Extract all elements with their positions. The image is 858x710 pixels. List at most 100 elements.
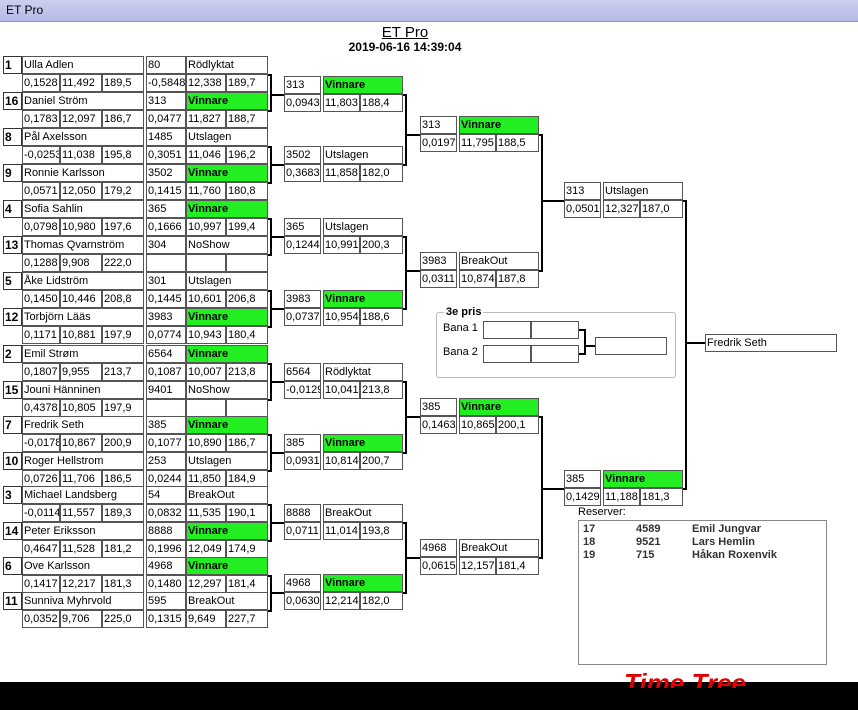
car-number: 313 <box>146 92 186 110</box>
racer-name[interactable]: Sofia Sahlin <box>22 200 144 218</box>
racer-name[interactable]: Ulla Adlen <box>22 56 144 74</box>
racer-name[interactable]: Emil Strøm <box>22 345 144 363</box>
racer-name[interactable]: Ove Karlsson <box>22 557 144 575</box>
r3-car-number: 385 <box>420 398 457 416</box>
r2-elapsed-time: 10,954 <box>323 308 360 326</box>
match-elapsed-time: 11,760 <box>186 182 226 200</box>
seed-number: 15 <box>3 381 22 399</box>
r2-car-number: 3983 <box>284 290 321 308</box>
match-reaction-time: 0,1077 <box>146 434 186 452</box>
match-elapsed-time: 10,601 <box>186 290 226 308</box>
r2-elapsed-time: 11,014 <box>323 522 360 540</box>
racer-name[interactable]: Åke Lidström <box>22 272 144 290</box>
match-elapsed-time: 10,890 <box>186 434 226 452</box>
lane1-label: Bana 1 <box>443 322 478 334</box>
match-elapsed-time: 11,046 <box>186 146 226 164</box>
racer-elapsed-time: 10,867 <box>60 434 102 452</box>
racer-name[interactable]: Michael Landsberg <box>22 486 144 504</box>
racer-name[interactable]: Ronnie Karlsson <box>22 164 144 182</box>
connector-line <box>270 381 284 383</box>
racer-name[interactable]: Thomas Qvarnström <box>22 236 144 254</box>
match-elapsed-time: 11,827 <box>186 110 226 128</box>
r3-status: Vinnare <box>459 116 539 134</box>
seed-number: 6 <box>3 557 22 575</box>
racer-reaction-time: 0,4378 <box>22 399 60 417</box>
r3-status: BreakOut <box>459 539 539 557</box>
r4-status: Utslagen <box>603 182 683 200</box>
match-speed: 181,4 <box>226 575 268 593</box>
reserve-car: 4589 <box>636 523 661 535</box>
third-place-result-field[interactable] <box>595 337 667 355</box>
match-elapsed-time: 12,297 <box>186 575 226 593</box>
match-reaction-time: 0,3051 <box>146 146 186 164</box>
racer-speed: 197,6 <box>102 218 144 236</box>
r2-speed: 200,7 <box>360 452 403 470</box>
r3-speed: 188,5 <box>496 134 539 152</box>
r3-car-number: 313 <box>420 116 457 134</box>
match-reaction-time: 0,0774 <box>146 326 186 344</box>
connector-line <box>405 236 407 310</box>
lane2-status-field[interactable] <box>531 345 579 363</box>
racer-elapsed-time: 12,050 <box>60 182 102 200</box>
match-status: BreakOut <box>186 592 268 610</box>
match-elapsed-time: 9,649 <box>186 610 226 628</box>
r2-speed: 193,8 <box>360 522 403 540</box>
match-status: Vinnare <box>186 164 268 182</box>
r2-elapsed-time: 11,858 <box>323 164 360 182</box>
match-elapsed-time <box>186 399 226 417</box>
lane2-car-field[interactable] <box>483 345 531 363</box>
racer-name[interactable]: Daniel Ström <box>22 92 144 110</box>
racer-speed: 197,9 <box>102 326 144 344</box>
racer-name[interactable]: Pål Axelsson <box>22 128 144 146</box>
racer-name[interactable]: Jouni Hänninen <box>22 381 144 399</box>
r3-car-number: 4968 <box>420 539 457 557</box>
r2-car-number: 6564 <box>284 363 321 381</box>
racer-reaction-time: 0,0798 <box>22 218 60 236</box>
connector-line <box>405 134 420 136</box>
reserve-number: 19 <box>583 549 596 561</box>
final-winner-field: Fredrik Seth <box>705 334 837 352</box>
racer-reaction-time: -0,0253 <box>22 146 60 164</box>
r2-reaction-time: 0,1244 <box>284 236 321 254</box>
match-speed: 213,8 <box>226 363 268 381</box>
r2-status: Utslagen <box>323 218 403 236</box>
racer-name[interactable]: Fredrik Seth <box>22 416 144 434</box>
match-status: Vinnare <box>186 416 268 434</box>
match-elapsed-time: 12,049 <box>186 540 226 558</box>
r2-status: Vinnare <box>323 434 403 452</box>
lane1-car-field[interactable] <box>483 321 531 339</box>
r2-car-number: 3502 <box>284 146 321 164</box>
racer-elapsed-time: 9,706 <box>60 610 102 628</box>
third-place-panel <box>436 312 676 378</box>
match-status: NoShow <box>186 381 268 399</box>
racer-speed: 179,2 <box>102 182 144 200</box>
car-number: 6564 <box>146 345 186 363</box>
r3-elapsed-time: 10,874 <box>459 270 496 288</box>
racer-elapsed-time: 9,908 <box>60 254 102 272</box>
racer-speed: 200,9 <box>102 434 144 452</box>
racer-speed: 186,7 <box>102 110 144 128</box>
racer-name[interactable]: Peter Eriksson <box>22 522 144 540</box>
racer-name[interactable]: Torbjörn Lääs <box>22 308 144 326</box>
racer-elapsed-time: 10,980 <box>60 218 102 236</box>
connector-line <box>270 308 284 310</box>
match-speed: 189,7 <box>226 74 268 92</box>
match-status: Vinnare <box>186 522 268 540</box>
racer-elapsed-time: 11,528 <box>60 540 102 558</box>
car-number: 595 <box>146 592 186 610</box>
r4-elapsed-time: 11,188 <box>603 488 640 506</box>
reserve-car: 715 <box>636 549 655 561</box>
racer-name[interactable]: Roger Hellstrom <box>22 452 144 470</box>
connector-line <box>405 416 420 418</box>
match-reaction-time: -0,5848 <box>146 74 186 92</box>
connector-line <box>405 94 407 166</box>
racer-name[interactable]: Sunniva Myhrvold <box>22 592 144 610</box>
window-titlebar: ET Pro <box>0 0 858 22</box>
r2-speed: 200,3 <box>360 236 403 254</box>
r2-car-number: 385 <box>284 434 321 452</box>
match-status: NoShow <box>186 236 268 254</box>
connector-line <box>579 353 585 355</box>
lane1-status-field[interactable] <box>531 321 579 339</box>
seed-number: 3 <box>3 486 22 504</box>
